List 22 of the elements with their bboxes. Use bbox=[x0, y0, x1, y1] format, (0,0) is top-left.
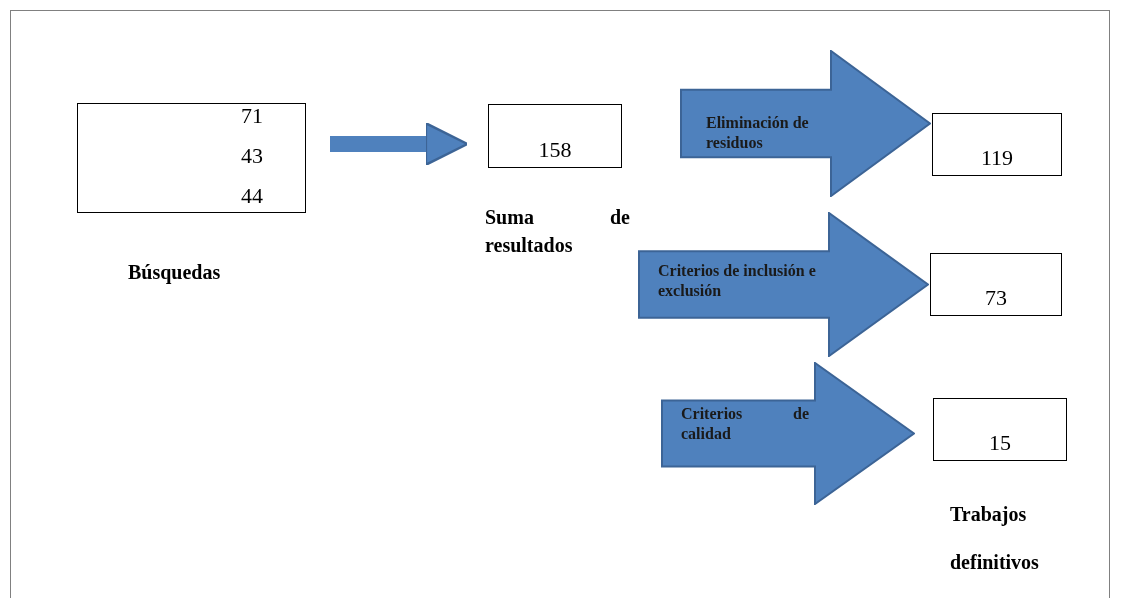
result-box bbox=[930, 253, 1062, 316]
stage-label: Búsquedas bbox=[128, 260, 222, 286]
result-box bbox=[933, 398, 1067, 461]
block-arrow bbox=[330, 121, 469, 167]
stage-label: Suma de resultados bbox=[485, 205, 630, 258]
step-label: Eliminación de residuos bbox=[706, 113, 810, 153]
block-arrow-shape bbox=[661, 362, 915, 505]
count-value: 43 bbox=[241, 143, 263, 169]
step-label: Criterios de calidad bbox=[681, 404, 809, 444]
count-value: 15 bbox=[989, 430, 1011, 456]
block-arrow-shape bbox=[638, 212, 929, 357]
count-value: 71 bbox=[241, 103, 263, 129]
count-value: 44 bbox=[241, 183, 263, 209]
result-box bbox=[488, 104, 622, 168]
count-value: 158 bbox=[538, 137, 572, 163]
count-value: 119 bbox=[980, 145, 1014, 171]
result-box bbox=[77, 103, 306, 213]
result-box bbox=[932, 113, 1062, 176]
count-value: 73 bbox=[985, 285, 1007, 311]
block-arrow-shape bbox=[680, 50, 931, 197]
stage-label: Trabajos definitivos bbox=[950, 502, 1040, 575]
step-label: Criterios de inclusión e exclusión bbox=[658, 261, 817, 301]
